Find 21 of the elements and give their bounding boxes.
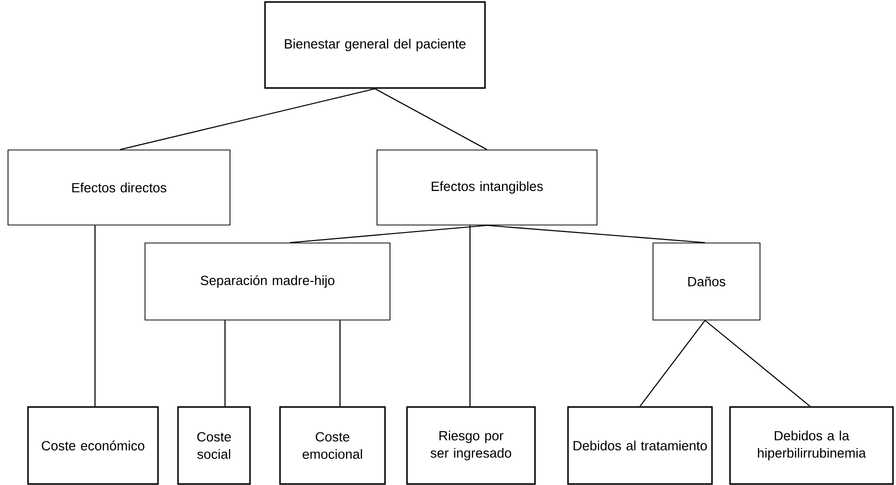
connector-line [469, 225, 471, 406]
box: Efectos directos [8, 150, 230, 226]
box: Efectos intangibles [376, 150, 598, 226]
box: Bienestar general del paciente [264, 1, 486, 89]
connector-line [704, 320, 810, 407]
connector-line [486, 224, 706, 244]
connector-line [640, 320, 706, 407]
box: Riesgo por ser ingresado [406, 406, 536, 485]
connector-line [94, 225, 96, 406]
box: Debidos al tratamiento [567, 406, 713, 485]
box: Debidos a la hiperbilirrubinemia [729, 406, 894, 485]
connector-line [120, 88, 376, 150]
box: Daños [652, 242, 760, 320]
box: Coste social [177, 406, 251, 485]
connector-line [374, 88, 488, 150]
box: Separación madre-hijo [144, 242, 390, 320]
connector-line [290, 224, 488, 244]
connector-line [339, 320, 341, 406]
box: Coste económico [27, 406, 159, 485]
connector-line [224, 320, 226, 406]
box: Coste emocional [279, 406, 386, 485]
